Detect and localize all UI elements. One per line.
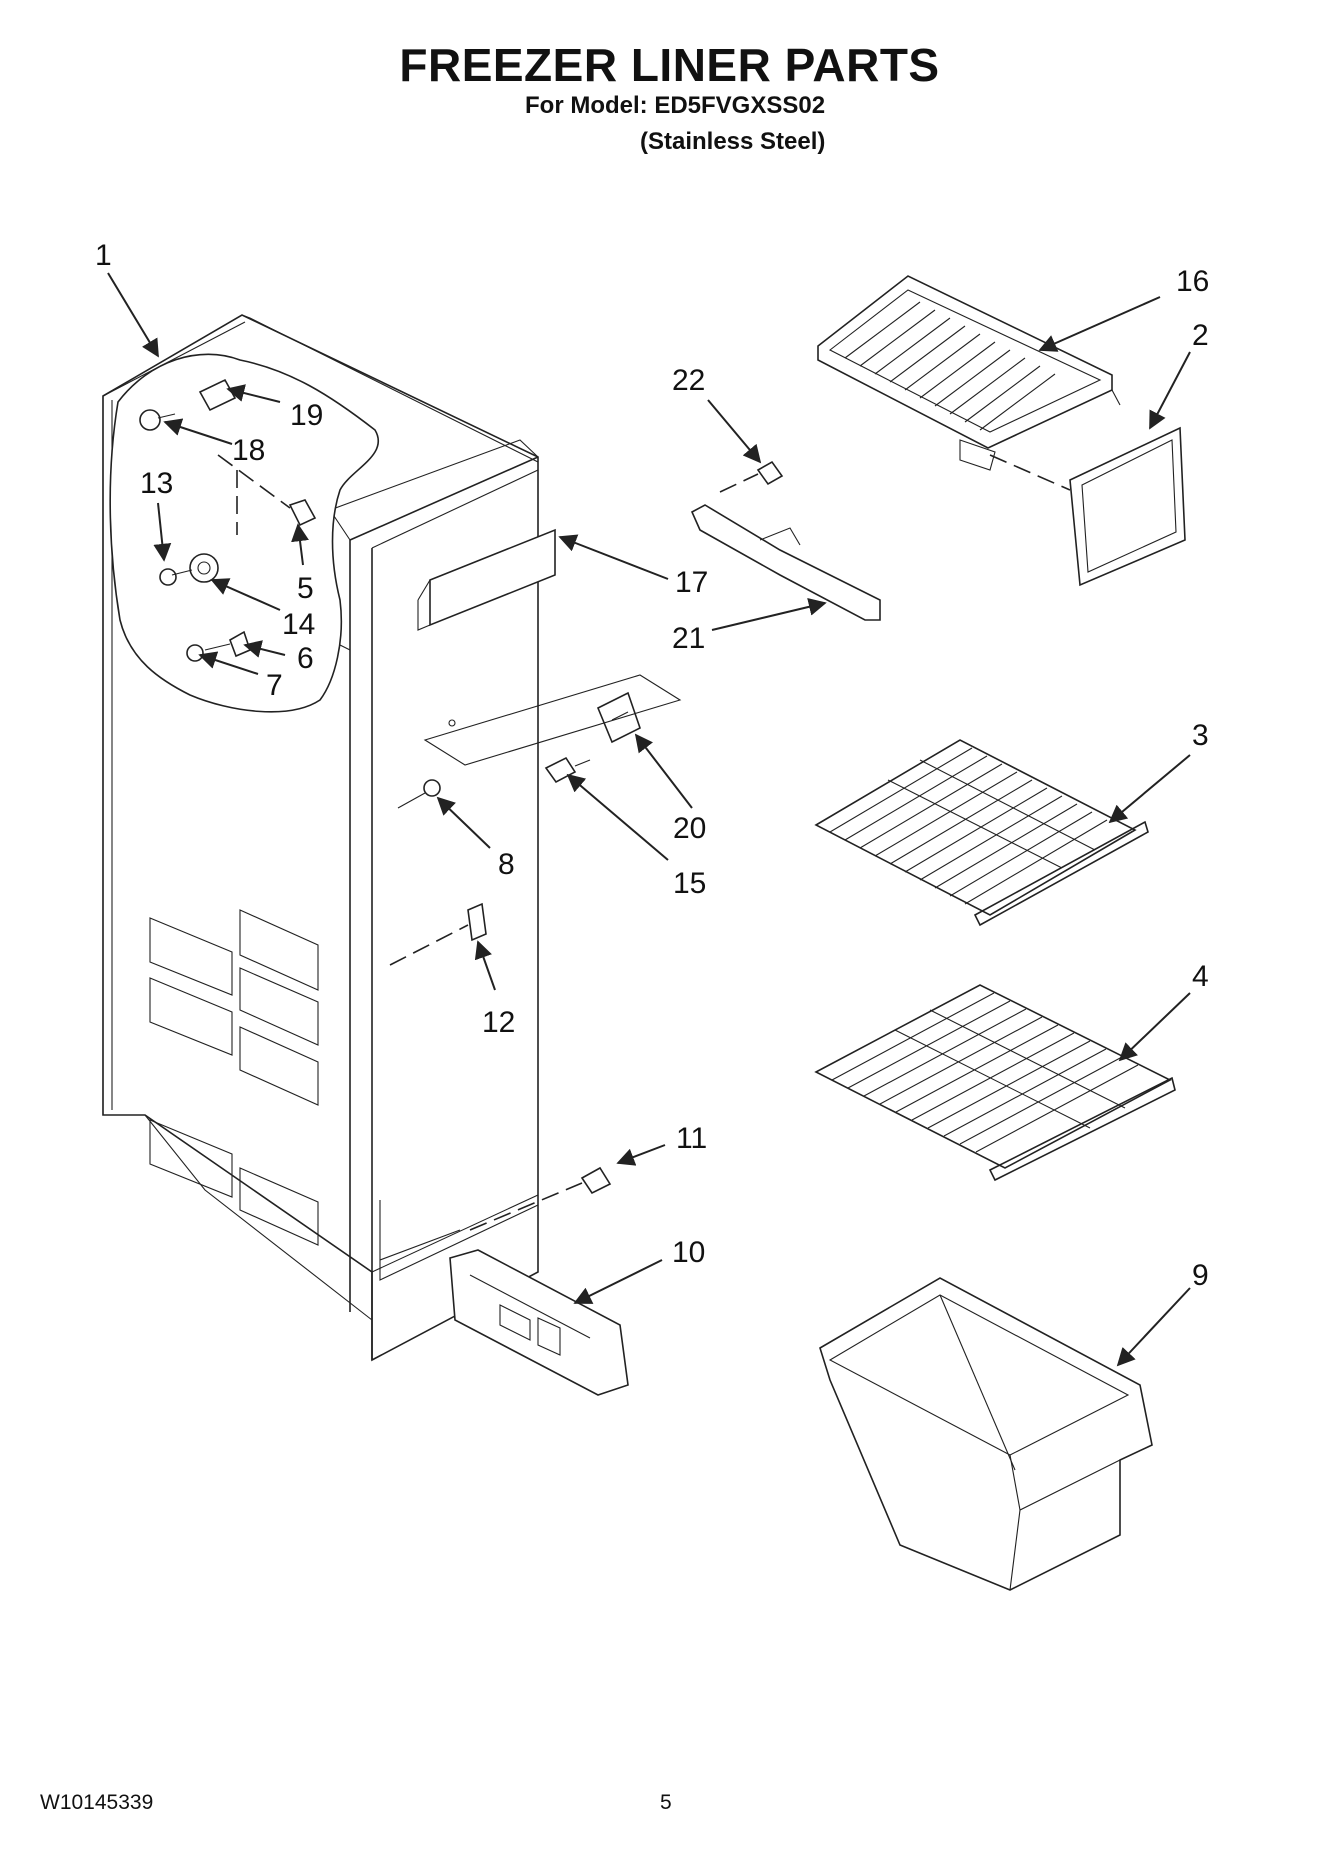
- callout-9: 9: [1192, 1259, 1209, 1292]
- callout-16: 16: [1176, 265, 1209, 298]
- page-title: FREEZER LINER PARTS: [399, 39, 940, 91]
- finish-label: (Stainless Steel): [640, 128, 826, 155]
- callout-11: 11: [676, 1122, 707, 1155]
- part-8-plug: [397, 779, 441, 809]
- liner-side-panels: [149, 909, 319, 1246]
- callout-arrows: [107, 272, 1191, 1367]
- model-number: For Model: ED5FVGXSS02: [525, 92, 826, 119]
- callout-4: 4: [1192, 960, 1209, 993]
- part-11-screw: [469, 1166, 612, 1231]
- callout-19: 19: [290, 399, 323, 432]
- page-number: 5: [660, 1791, 672, 1814]
- callout-22: 22: [672, 364, 705, 397]
- part-20-mount-plate: [423, 674, 682, 766]
- callout-8: 8: [498, 848, 515, 881]
- part-3-wire-shelf: [814, 739, 1149, 927]
- callout-13: 13: [140, 467, 173, 500]
- part-22-screw: [719, 460, 784, 493]
- part-17-diffuser: [429, 528, 556, 627]
- part-21-bracket: [690, 504, 881, 621]
- callout-1: 1: [95, 239, 112, 272]
- callout-2: 2: [1192, 319, 1209, 352]
- part-10-control-housing: [449, 1249, 629, 1396]
- callout-15: 15: [673, 867, 706, 900]
- callout-6: 6: [297, 642, 314, 675]
- callout-18: 18: [232, 434, 265, 467]
- callout-numbers: 1 19 18 13 5 14 6 7 17 22 21 16 2 20 15 …: [95, 239, 1209, 1292]
- callout-3: 3: [1192, 719, 1209, 752]
- part-2-glass: [1069, 426, 1186, 587]
- part-12-switch: [389, 902, 487, 966]
- callout-14: 14: [282, 608, 315, 641]
- callout-21: 21: [672, 622, 705, 655]
- callout-5: 5: [297, 572, 314, 605]
- part-16-shelf-tray: [817, 275, 1121, 471]
- document-number: W10145339: [40, 1791, 154, 1814]
- callout-20: 20: [673, 812, 706, 845]
- callout-7: 7: [266, 669, 283, 702]
- callout-10: 10: [672, 1236, 705, 1269]
- callout-17: 17: [675, 566, 708, 599]
- part-20-clip: [596, 691, 641, 744]
- freezer-liner: [102, 314, 539, 1362]
- part-9-bin: [819, 1277, 1153, 1591]
- callout-12: 12: [482, 1006, 515, 1039]
- part-4-wire-shelf: [814, 984, 1176, 1182]
- part-15-screw: [544, 756, 591, 784]
